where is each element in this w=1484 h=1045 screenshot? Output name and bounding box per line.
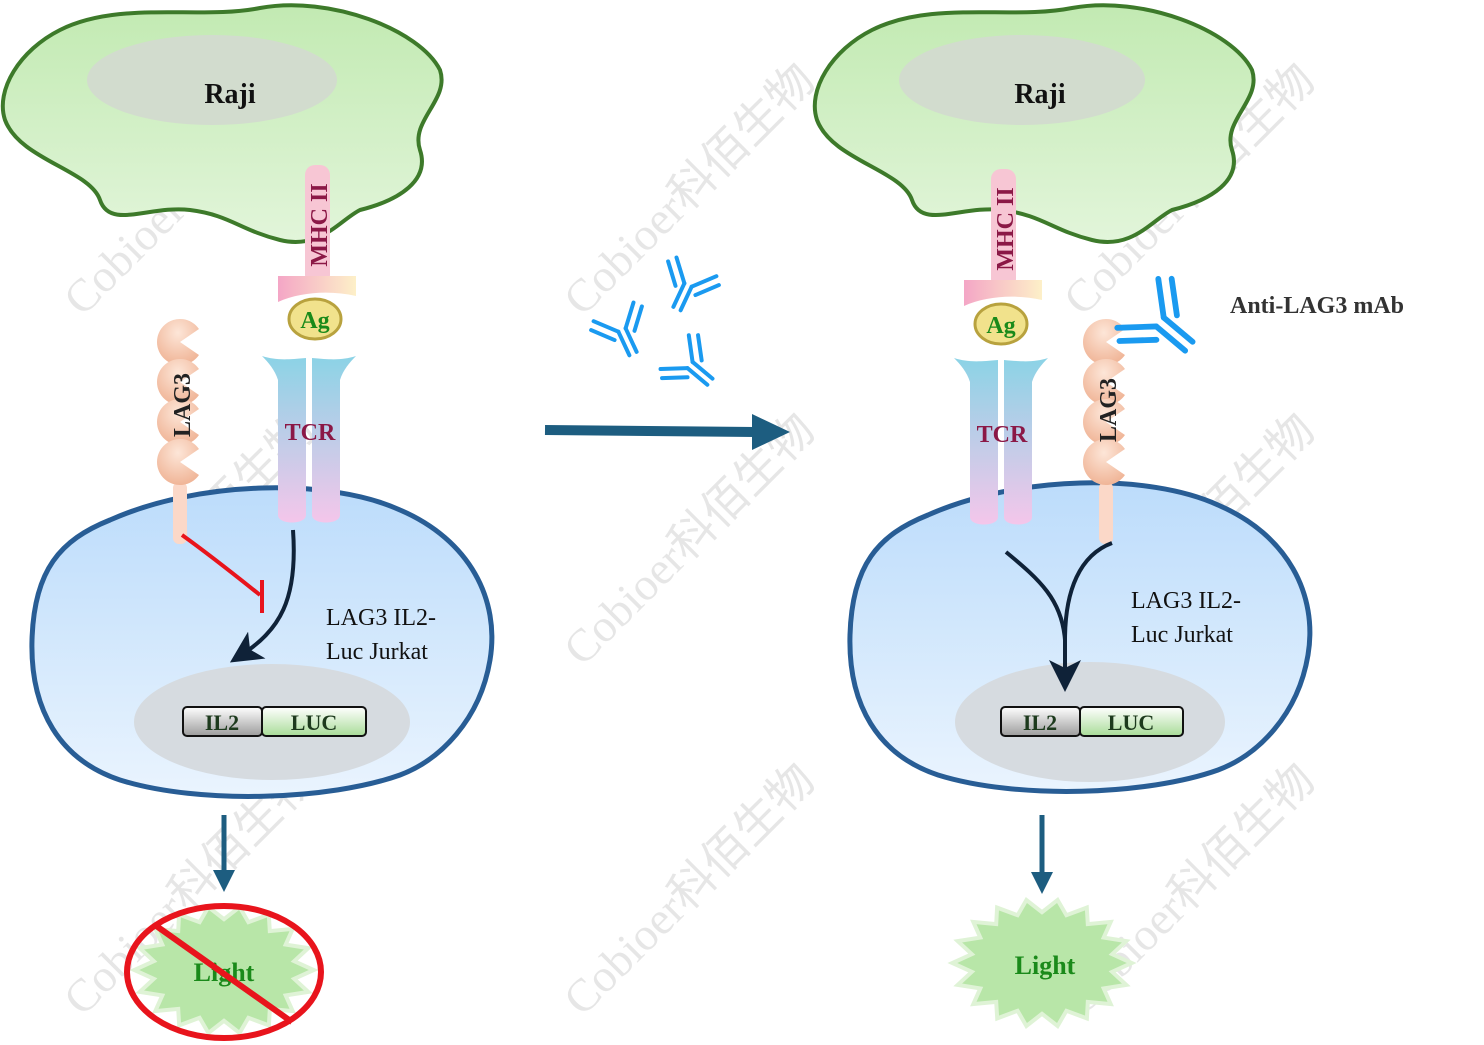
luc-gene-label: LUC — [291, 710, 337, 735]
il2-luc-reporter: IL2 LUC — [182, 706, 367, 737]
lag3-ig-domain — [1083, 359, 1125, 405]
luc-gene-label: LUC — [1108, 710, 1154, 735]
anti-lag3-antibody — [1114, 275, 1196, 354]
luc-gene-box — [1079, 706, 1184, 737]
light-label: Light — [1015, 951, 1076, 980]
il2-gene-label: IL2 — [205, 710, 239, 735]
il2-luc-reporter: IL2 LUC — [1000, 706, 1184, 737]
raji-nucleus — [899, 35, 1145, 125]
lag3-stem — [1099, 482, 1113, 544]
mhc-ii-receptor: MHC II — [964, 169, 1042, 306]
tcr-label: TCR — [977, 422, 1028, 448]
lag3-inhibition-signal — [180, 533, 264, 613]
antibody-icon — [666, 255, 721, 313]
cell-label-line1: LAG3 IL2- — [1131, 588, 1241, 614]
lag3-label: LAG3 — [1096, 378, 1122, 442]
lag3-receptor — [1083, 319, 1125, 544]
raji-label: Raji — [204, 79, 256, 110]
right-panel-antibody-treated: Raji IL2 LUC LAG3 IL2- Luc Jurkat MHC II… — [812, 3, 1404, 1029]
lag3-ig-domain — [157, 439, 199, 485]
lag3-ig-domain — [157, 319, 199, 366]
tcr-label: TCR — [285, 420, 336, 446]
antigen: Ag — [287, 297, 343, 341]
antigen: Ag — [973, 302, 1029, 346]
antibody-icon — [658, 333, 715, 387]
treatment-step — [544, 255, 790, 450]
il2-gene-label: IL2 — [1023, 710, 1057, 735]
luc-gene-box — [261, 706, 367, 737]
lag3-ig-domain — [156, 359, 199, 405]
lag3-ig-domain — [1083, 319, 1125, 366]
watermark-text: Cobioer科佰生物 — [554, 404, 825, 675]
mhc-ii-receptor: MHC II — [278, 165, 356, 302]
lag3-receptor — [156, 319, 199, 544]
tcr-receptor: TCR — [262, 356, 356, 523]
cell-label-line2: Luc Jurkat — [1131, 622, 1233, 648]
raji-label: Raji — [1014, 79, 1066, 110]
antibody-icon — [1114, 275, 1196, 354]
cell-label-line2: Luc Jurkat — [326, 639, 428, 665]
light-burst-shape — [947, 897, 1137, 1029]
lag3-ig-domain — [1083, 399, 1125, 446]
output-arrow — [1031, 815, 1053, 894]
raji-nucleus — [87, 35, 337, 125]
antibody-label: Anti-LAG3 mAb — [1230, 293, 1404, 319]
blocked-symbol — [124, 903, 324, 1041]
tcr-activation-arrow — [229, 529, 296, 663]
antigen-label: Ag — [986, 313, 1015, 339]
transition-arrow — [544, 414, 790, 450]
antibody-icon — [589, 300, 644, 358]
light-burst — [947, 897, 1137, 1029]
antigen-label: Ag — [300, 308, 329, 334]
lag3-ig-domain — [157, 399, 199, 446]
output-arrow — [213, 815, 235, 892]
tcr-receptor: TCR — [954, 358, 1048, 525]
lag3-stem — [173, 482, 187, 544]
mhc-ii-label: MHC II — [993, 187, 1019, 270]
left-panel-untreated: Raji IL2 LUC LAG3 IL2- Luc Jurkat MHC II… — [0, 3, 495, 1041]
lag3-label: LAG3 — [170, 373, 196, 437]
watermark-text: Cobioer科佰生物 — [554, 54, 825, 325]
free-antibodies — [589, 255, 721, 387]
mhc-ii-label: MHC II — [307, 183, 333, 266]
lag3-ig-domain — [1083, 439, 1125, 485]
watermark-text: Cobioer科佰生物 — [554, 754, 825, 1025]
tcr-activation-signal — [1004, 541, 1113, 692]
cell-label-line1: LAG3 IL2- — [326, 605, 436, 631]
